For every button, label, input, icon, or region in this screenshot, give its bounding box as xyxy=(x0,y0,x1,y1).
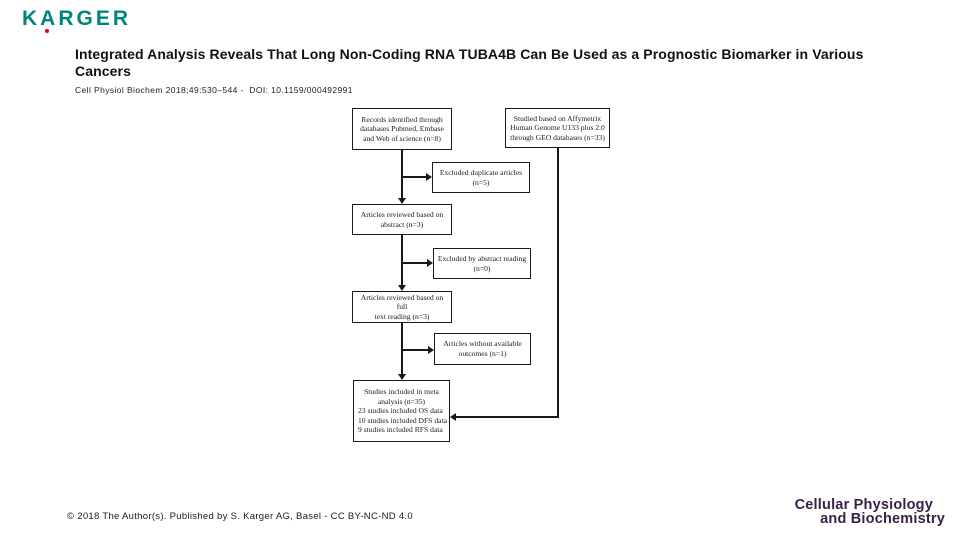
article-title: Integrated Analysis Reveals That Long No… xyxy=(75,46,864,79)
flow-connector-line xyxy=(401,150,403,198)
flow-box-reviewed-abstract: Articles reviewed based on abstract (n=3… xyxy=(352,204,452,235)
flow-box-line: text reading (n=3) xyxy=(374,311,430,321)
flow-box-line: 10 studies included DFS data xyxy=(358,415,448,425)
karger-logo-text: KARGER xyxy=(22,7,132,30)
flow-box-line: through GEO databases (n=33) xyxy=(510,132,605,142)
flow-box-line: and Web of science (n=8) xyxy=(363,133,441,143)
flow-box-geo-studies: Studied based on Affymetrix Human Genome… xyxy=(505,108,610,148)
arrow-right-icon xyxy=(426,173,432,181)
arrow-right-icon xyxy=(427,259,433,267)
flow-box-excluded-duplicates: Excluded duplicate articles (n=5) xyxy=(432,162,530,193)
title-block: Integrated Analysis Reveals That Long No… xyxy=(75,46,890,95)
flow-box-line: Excluded by abstract reading xyxy=(437,253,527,263)
flow-connector-line xyxy=(402,176,426,178)
flow-box-line: Human Genome U133 plus 2.0 xyxy=(510,123,605,133)
flow-box-line: Articles reviewed based on full xyxy=(360,292,444,312)
journal-logo-line2: and Biochemistry xyxy=(820,510,945,527)
arrow-down-icon xyxy=(398,285,406,291)
flow-box-included-studies: Studies included in meta analysis (n=35)… xyxy=(353,380,450,442)
flow-box-line: Records identified through xyxy=(361,114,443,124)
flow-box-line: Articles reviewed based on xyxy=(360,209,444,219)
arrow-right-icon xyxy=(428,346,434,354)
flow-connector-line xyxy=(401,235,403,285)
flow-box-line: 9 studies included RFS data xyxy=(358,425,443,435)
flow-connector-line xyxy=(401,323,403,374)
journal-logo: Cellular Physiology and Biochemistry xyxy=(794,497,945,527)
arrow-down-icon xyxy=(398,198,406,204)
copyright-text: © 2018 The Author(s). Published by S. Ka… xyxy=(67,511,413,522)
flow-box-excluded-abstract: Excluded by abstract reading (n=0) xyxy=(433,248,531,279)
flow-connector-line xyxy=(557,148,559,418)
flow-box-line: 23 studies included OS data xyxy=(358,406,443,416)
flow-box-line: Studies included in meta xyxy=(364,387,439,397)
flow-box-line: abstract (n=3) xyxy=(380,219,424,229)
karger-logo: KARGER xyxy=(22,7,131,31)
karger-logo-dot-icon xyxy=(45,29,49,33)
article-citation: Cell Physiol Biochem 2018;49:530–544 - D… xyxy=(75,85,353,95)
flow-box-no-outcomes: Articles without available outcomes (n=1… xyxy=(434,333,531,365)
flow-box-line: Studied based on Affymetrix xyxy=(513,113,602,123)
flow-box-line: (n=5) xyxy=(472,177,490,187)
flow-box-line: databases Pubmed, Embase xyxy=(360,124,444,134)
flow-box-line: (n=0) xyxy=(473,263,491,273)
journal-logo-line1: Cellular Physiology xyxy=(794,497,933,513)
arrow-down-icon xyxy=(398,374,406,380)
arrow-left-icon xyxy=(450,413,456,421)
flow-connector-line xyxy=(456,416,559,418)
flow-box-reviewed-fulltext: Articles reviewed based on full text rea… xyxy=(352,291,452,323)
flow-box-line: analysis (n=35) xyxy=(377,396,426,406)
flow-box-line: Excluded duplicate articles xyxy=(439,167,523,177)
flow-connector-line xyxy=(402,349,428,351)
flow-box-line: Articles without available xyxy=(443,339,522,349)
flow-box-records-identified: Records identified through databases Pub… xyxy=(352,108,452,150)
flow-box-line: outcomes (n=1) xyxy=(458,349,507,358)
flow-connector-line xyxy=(402,262,427,264)
